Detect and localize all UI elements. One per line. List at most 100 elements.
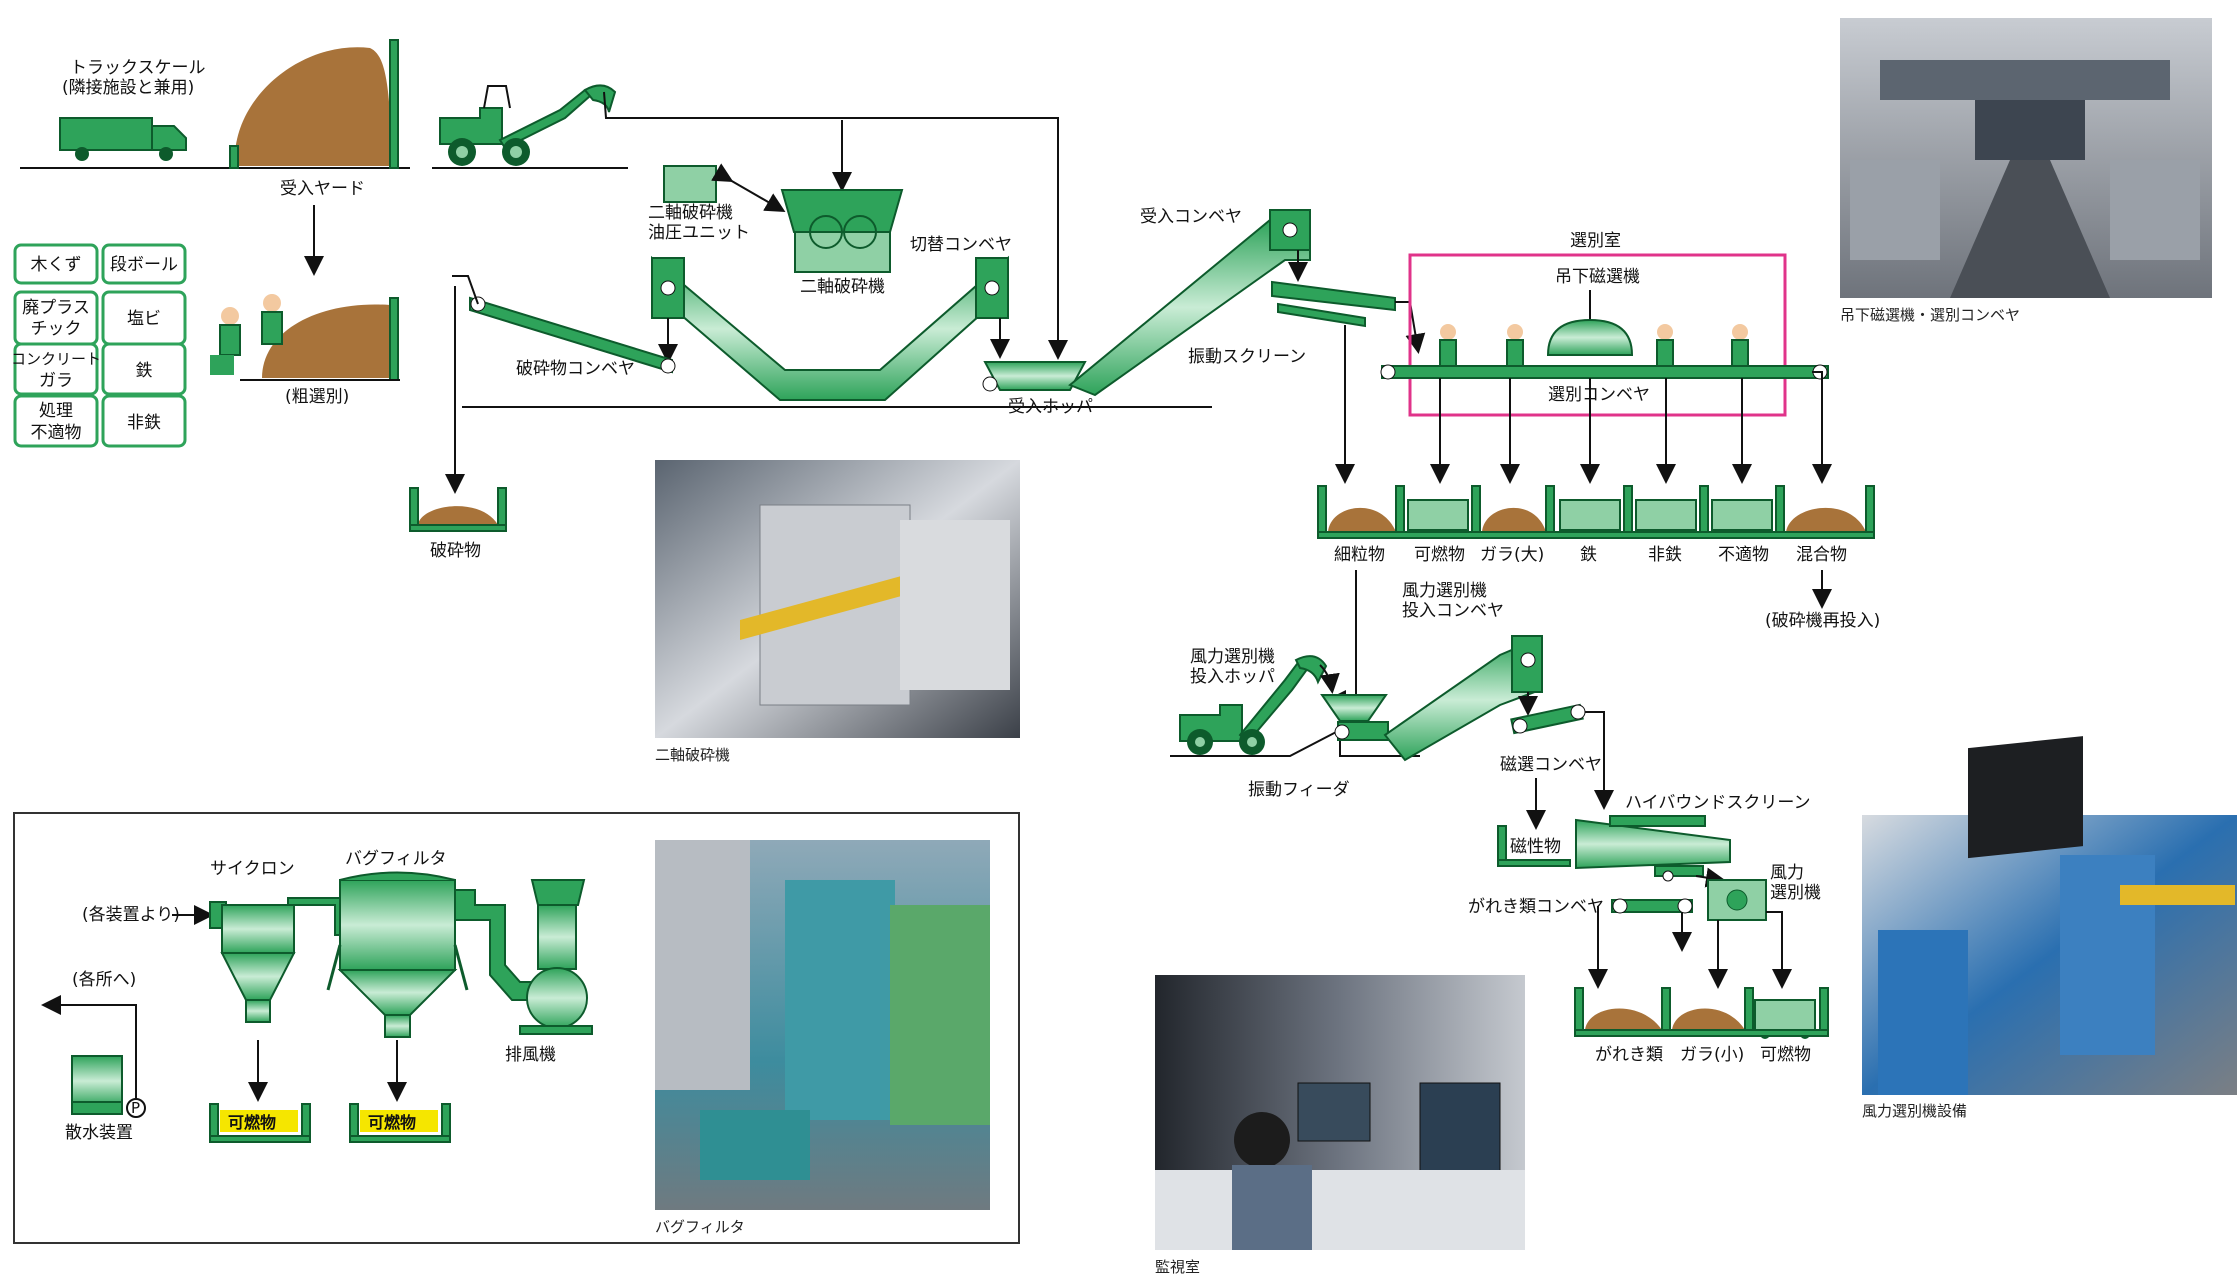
magnetic-material-bin: 磁性物 bbox=[1497, 825, 1571, 867]
wind-sorter-label: 風力 bbox=[1770, 863, 1804, 883]
receiving-yard-label: 受入ヤード bbox=[280, 179, 365, 199]
hydraulic-unit-label-2: 油圧ユニット bbox=[648, 223, 750, 243]
wheel-loader-icon bbox=[439, 84, 617, 166]
svg-text:ガラ: ガラ bbox=[39, 371, 73, 391]
svg-text:廃プラス: 廃プラス bbox=[22, 298, 90, 318]
crushed-conveyor-label: 破砕物コンベヤ bbox=[516, 359, 635, 379]
wind-sorter-conveyor-label: 風力選別機 bbox=[1402, 581, 1487, 601]
magnetic-material-label: 磁性物 bbox=[1510, 837, 1561, 857]
switch-conveyor: 切替コンベヤ bbox=[651, 235, 1012, 401]
svg-text:不適物: 不適物 bbox=[31, 423, 82, 443]
svg-text:木くず: 木くず bbox=[31, 255, 82, 275]
worker-icon bbox=[210, 307, 241, 375]
svg-text:処理: 処理 bbox=[39, 401, 73, 421]
photo-shredder bbox=[655, 460, 1020, 738]
wind-sorter-hopper-label-2: 投入ホッパ bbox=[1190, 667, 1275, 687]
crushed-bin: 破砕物 bbox=[409, 487, 507, 561]
highbound-screen: ハイバウンドスクリーン bbox=[1575, 793, 1810, 888]
worker-icon bbox=[1506, 324, 1524, 367]
bottom-output-bins: がれき類 ガラ(小) 可燃物 bbox=[1574, 987, 1829, 1065]
to-each-label: (各所へ) bbox=[72, 970, 136, 990]
sorting-room: 選別室 吊下磁選機 選別コンベヤ bbox=[1380, 231, 1832, 484]
reshred-label: (破砕機再投入) bbox=[1765, 611, 1880, 631]
receiving-hopper: 受入ホッパ bbox=[982, 361, 1093, 417]
receiving-yard: トラックスケール (隣接施設と兼用) 受入ヤード bbox=[20, 39, 410, 276]
sprinkler-tank-icon: P bbox=[71, 1055, 146, 1118]
output-label: ガラ(小) bbox=[1680, 1045, 1744, 1065]
material-box: 鉄 bbox=[101, 342, 187, 396]
material-box: 段ボール bbox=[101, 243, 187, 285]
combustible-bin: 可燃物 bbox=[349, 1103, 451, 1143]
photo-caption: 二軸破砕機 bbox=[655, 746, 730, 764]
photo-caption: 吊下磁選機・選別コンベヤ bbox=[1840, 306, 2020, 324]
crushed-label: 破砕物 bbox=[430, 541, 481, 561]
magnetic-conveyor-label: 磁選コンベヤ bbox=[1500, 755, 1602, 775]
worker-icon bbox=[1439, 324, 1457, 367]
twin-shaft-shredder-label: 二軸破砕機 bbox=[800, 277, 885, 297]
rubble-conveyor-label: がれき類コンベヤ bbox=[1468, 897, 1604, 917]
output-label: 可燃物 bbox=[1760, 1045, 1811, 1065]
combustible-label: 可燃物 bbox=[228, 1113, 276, 1132]
combustible-label: 可燃物 bbox=[368, 1113, 416, 1132]
svg-text:段ボール: 段ボール bbox=[110, 255, 178, 275]
output-bins bbox=[1317, 485, 1875, 539]
worker-icon bbox=[1731, 324, 1749, 367]
pump-symbol: P bbox=[131, 1099, 140, 1117]
sorting-room-frame bbox=[1408, 253, 1787, 417]
vibrating-feeder-label: 振動フィーダ bbox=[1248, 780, 1350, 800]
worker-icon bbox=[261, 294, 283, 345]
receiving-conveyor: 受入コンベヤ bbox=[1068, 207, 1311, 397]
rough-sorting-area: (粗選別) bbox=[210, 294, 400, 407]
hydraulic-unit-label: 二軸破砕機 bbox=[648, 203, 733, 223]
worker-icon bbox=[1656, 324, 1674, 367]
svg-text:非鉄: 非鉄 bbox=[127, 413, 161, 433]
twin-shaft-shredder: 二軸破砕機 油圧ユニット 二軸破砕機 bbox=[648, 120, 904, 297]
exhaust-fan-label: 排風機 bbox=[505, 1045, 556, 1065]
wind-sorter-conveyor bbox=[1383, 635, 1543, 762]
vibrating-screen-label: 振動スクリーン bbox=[1188, 347, 1306, 367]
exhaust-fan-icon bbox=[519, 879, 593, 1035]
suspended-magnet-label: 吊下磁選機 bbox=[1555, 267, 1640, 287]
combustible-bin: 可燃物 bbox=[209, 1103, 311, 1143]
photo-control-room bbox=[1155, 975, 1525, 1250]
output-label: 可燃物 bbox=[1414, 545, 1465, 565]
crushed-conveyor: 破砕物コンベヤ bbox=[445, 275, 676, 494]
sorting-conveyor-label: 選別コンベヤ bbox=[1548, 385, 1650, 405]
output-label: 非鉄 bbox=[1648, 545, 1682, 565]
material-box: 木くず bbox=[13, 243, 99, 285]
switch-conveyor-label: 切替コンベヤ bbox=[910, 235, 1012, 255]
rough-sort-label: (粗選別) bbox=[285, 387, 349, 407]
sprinkler-label: 散水装置 bbox=[65, 1123, 133, 1143]
from-devices-label: (各装置より) bbox=[82, 905, 180, 925]
svg-text:鉄: 鉄 bbox=[136, 361, 153, 381]
bag-filter-label: バグフィルタ bbox=[345, 849, 447, 869]
truck-scale-note: (隣接施設と兼用) bbox=[62, 78, 194, 98]
photo-caption: 風力選別機設備 bbox=[1862, 1102, 1967, 1120]
vibrating-screen: 振動スクリーン bbox=[1188, 280, 1426, 484]
material-box: 非鉄 bbox=[101, 394, 187, 448]
material-box: 塩ビ bbox=[101, 290, 187, 346]
wind-sorter-hopper bbox=[1320, 694, 1389, 741]
wind-sorter-label-2: 選別機 bbox=[1770, 883, 1821, 903]
magnetic-conveyor: 磁選コンベヤ bbox=[1500, 692, 1614, 830]
receiving-conveyor-label: 受入コンベヤ bbox=[1140, 207, 1242, 227]
svg-text:コンクリート: コンクリート bbox=[11, 350, 101, 368]
svg-text:チック: チック bbox=[31, 319, 82, 339]
output-label: 細粒物 bbox=[1334, 545, 1385, 565]
output-label: ガラ(大) bbox=[1480, 545, 1544, 565]
truck-icon bbox=[59, 117, 187, 161]
bag-filter-icon bbox=[326, 871, 469, 1038]
svg-text:塩ビ: 塩ビ bbox=[127, 309, 161, 329]
truck-scale-label: トラックスケール bbox=[70, 58, 206, 78]
loader-2-icon bbox=[1179, 655, 1328, 755]
output-label: がれき類 bbox=[1595, 1045, 1663, 1065]
cyclone-label: サイクロン bbox=[210, 859, 295, 879]
output-labels: 細粒物 可燃物 ガラ(大) 鉄 非鉄 不適物 混合物 bbox=[1334, 545, 1847, 565]
cyclone-icon bbox=[209, 897, 343, 1023]
photo-magnet-conveyor bbox=[1840, 18, 2212, 298]
wind-sorter-unit: 風力 選別機 bbox=[1707, 863, 1821, 989]
